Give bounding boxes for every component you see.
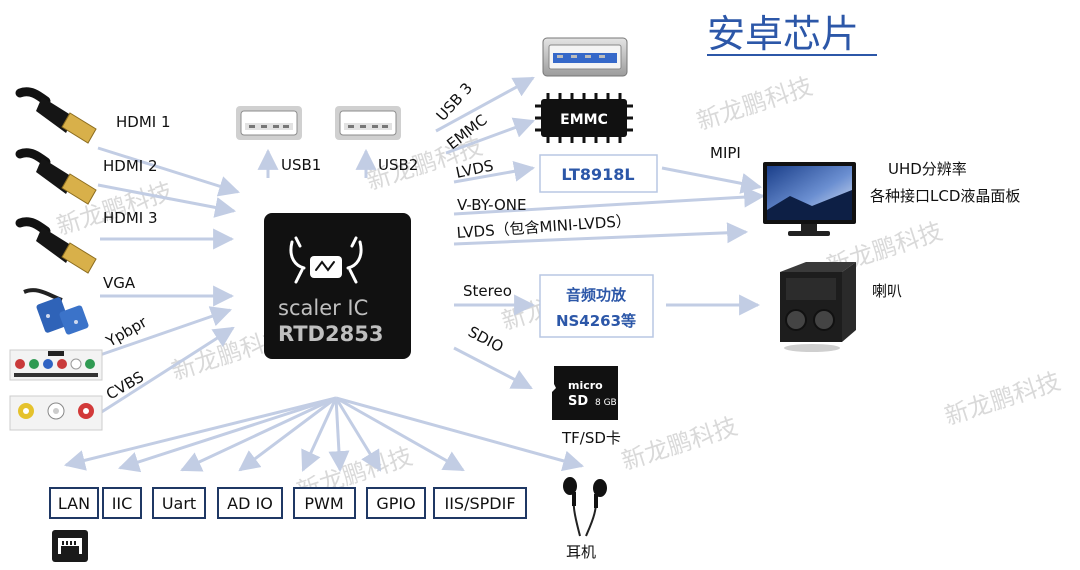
emmc-chip-label: EMMC xyxy=(560,112,608,128)
label-hdmi1: HDMI 1 xyxy=(116,113,171,131)
arrow-hdmi1 xyxy=(97,146,241,197)
arrow-hdmi2 xyxy=(97,183,237,218)
amp-box xyxy=(539,274,654,338)
speaker-label: 喇叭 xyxy=(872,282,902,300)
label-hdmi2: HDMI 2 xyxy=(103,157,158,175)
usb3-port-icon xyxy=(542,37,628,77)
ethernet-port-icon xyxy=(52,530,88,562)
earphones-icon xyxy=(563,477,607,537)
label-stereo: Stereo xyxy=(463,282,512,300)
box-pwm-label: PWM xyxy=(304,494,343,513)
arrow-iis2 xyxy=(335,396,465,472)
hdmi-cable-icon xyxy=(15,148,97,205)
sd-line2: SD xyxy=(568,394,588,409)
tfcard-label: TF/SD卡 xyxy=(561,429,621,447)
vga-cable-icon xyxy=(23,288,89,335)
emmc-chip-icon: EMMC xyxy=(535,93,633,143)
box-iis-label: IIS/SPDIF xyxy=(444,494,515,513)
box-lan-label: LAN xyxy=(58,494,90,513)
label-hdmi3: HDMI 3 xyxy=(103,209,158,227)
arrow-lvds xyxy=(453,160,536,184)
arrow-lvds-mini xyxy=(453,222,749,246)
ypbpr-jack-icon xyxy=(9,349,103,381)
display-line1: UHD分辨率 xyxy=(888,160,967,178)
connection-arrows xyxy=(63,76,766,473)
arrow-sdio xyxy=(453,346,533,390)
chip-line1: scaler IC xyxy=(278,296,368,320)
amp-line1: 音频功放 xyxy=(566,286,627,304)
label-vbyone: V-BY-ONE xyxy=(457,196,526,214)
label-usb2: USB2 xyxy=(378,156,418,174)
arrow-cvbs xyxy=(99,326,235,415)
arrow-earphone xyxy=(335,396,585,472)
box-gpio xyxy=(366,487,426,519)
hdmi-cable-icon xyxy=(15,87,97,144)
lt8918l-box xyxy=(539,154,658,193)
arrow-iic xyxy=(118,396,337,473)
hdmi-cable-icon xyxy=(15,217,97,274)
cvbs-jack-icon xyxy=(9,395,103,431)
monitor-icon xyxy=(763,162,856,236)
chip-logo-icon xyxy=(289,236,363,284)
scaler-chip: scaler IC RTD2853 xyxy=(264,213,411,359)
box-iic-label: IIC xyxy=(112,494,133,513)
box-iic xyxy=(102,487,142,519)
chip-line2: RTD2853 xyxy=(278,322,383,346)
watermark: 新龙鹏科技 xyxy=(941,367,1064,431)
sd-line3: 8 GB xyxy=(595,398,617,408)
arrow-vbyone xyxy=(453,186,766,216)
arrow-uart xyxy=(180,396,337,472)
label-usb1: USB1 xyxy=(281,156,321,174)
box-uart xyxy=(152,487,206,519)
box-uart-label: Uart xyxy=(162,494,196,513)
label-vga: VGA xyxy=(103,274,136,292)
microsd-card-icon: micro SD 8 GB xyxy=(552,366,618,420)
label-mipi: MIPI xyxy=(710,144,741,162)
box-gpio-label: GPIO xyxy=(376,494,415,513)
usb-a-port-icon xyxy=(236,106,302,140)
arrow-lan xyxy=(63,396,337,471)
arrow-gpio xyxy=(328,397,350,473)
arrow-iis xyxy=(334,397,382,472)
box-pwm xyxy=(293,487,356,519)
lt8918l-label: LT8918L xyxy=(561,165,634,184)
earphone-label: 耳机 xyxy=(566,543,596,561)
arrow-emmc xyxy=(445,117,535,155)
sd-line1: micro xyxy=(568,379,603,392)
bottom-interface-boxes xyxy=(49,487,527,519)
arrow-mipi xyxy=(661,166,763,194)
box-adio-label: AD IO xyxy=(227,494,273,513)
box-lan xyxy=(49,487,99,519)
amp-line2: NS4263等 xyxy=(556,312,636,330)
watermark: 新龙鹏科技 xyxy=(693,72,816,136)
box-adio xyxy=(217,487,283,519)
arrow-adio xyxy=(238,396,337,472)
label-sdio: SDIO xyxy=(465,323,506,356)
usb-a-port-icon xyxy=(335,106,401,140)
arrow-pwm xyxy=(301,397,338,472)
arrow-ypbpr xyxy=(99,306,232,357)
watermark: 新龙鹏科技 xyxy=(618,412,741,476)
page-title: 安卓芯片 xyxy=(707,12,859,56)
arrow-usb3 xyxy=(435,76,535,133)
display-line2: 各种接口LCD液晶面板 xyxy=(870,187,1020,205)
box-iis xyxy=(433,487,527,519)
speaker-icon xyxy=(780,262,856,352)
